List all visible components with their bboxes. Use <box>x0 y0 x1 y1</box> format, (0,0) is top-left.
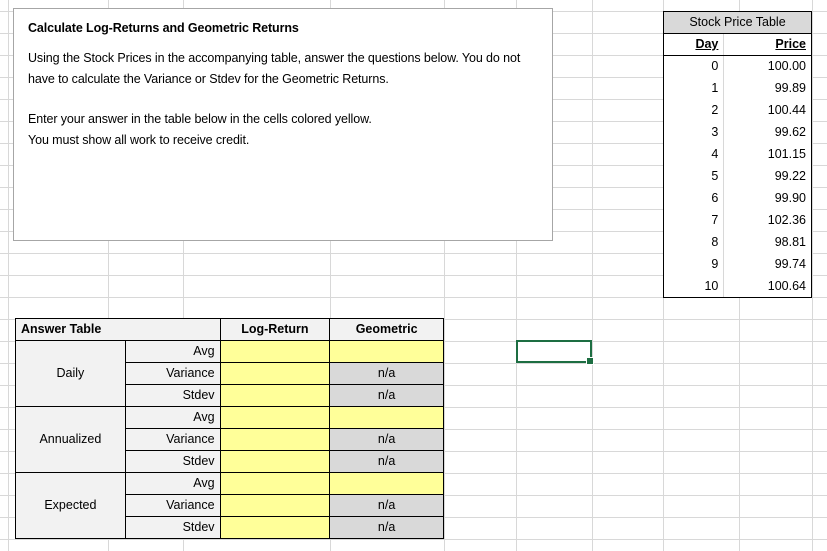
instructions-spacer <box>28 89 538 109</box>
stock-price-cell[interactable]: 99.62 <box>723 121 812 144</box>
stock-day-cell[interactable]: 3 <box>662 121 725 144</box>
answer-table-col-header-log-return: Log-Return <box>219 318 331 341</box>
table-row[interactable]: 10 100.64 <box>662 275 812 298</box>
answer-metric-label: Stdev <box>124 516 221 539</box>
stock-price-cell[interactable]: 100.00 <box>723 55 812 78</box>
answer-na-geometric: n/a <box>329 516 444 539</box>
stock-price-cell[interactable]: 100.64 <box>723 275 812 298</box>
answer-metric-label: Stdev <box>124 450 221 473</box>
stock-day-cell[interactable]: 0 <box>662 55 725 78</box>
answer-na-geometric: n/a <box>329 362 444 385</box>
answer-input-log-return[interactable] <box>219 406 331 429</box>
answer-metric-label: Variance <box>124 362 221 385</box>
table-row[interactable]: 4 101.15 <box>662 143 812 166</box>
stock-price-cell[interactable]: 101.15 <box>723 143 812 166</box>
stock-day-cell[interactable]: 2 <box>662 99 725 122</box>
fill-handle[interactable] <box>586 357 594 365</box>
answer-table-col-header-geometric: Geometric <box>329 318 444 341</box>
answer-metric-label: Avg <box>124 406 221 429</box>
table-row[interactable]: 9 99.74 <box>662 253 812 276</box>
instructions-title: Calculate Log-Returns and Geometric Retu… <box>28 21 299 35</box>
stock-price-cell[interactable]: 98.81 <box>723 231 812 254</box>
gridline-horizontal <box>0 275 827 276</box>
answer-input-log-return[interactable] <box>219 384 331 407</box>
answer-input-log-return[interactable] <box>219 362 331 385</box>
answer-input-log-return[interactable] <box>219 428 331 451</box>
stock-day-cell[interactable]: 6 <box>662 187 725 210</box>
stock-price-header-row: Day Price <box>662 33 812 56</box>
answer-metric-label: Avg <box>124 472 221 495</box>
answer-metric-label: Stdev <box>124 384 221 407</box>
answer-metric-label: Variance <box>124 428 221 451</box>
answer-metric-label: Avg <box>124 340 221 363</box>
table-row[interactable]: Variance n/a <box>16 362 444 385</box>
table-row[interactable]: 1 99.89 <box>662 77 812 100</box>
answer-group-label-expected: Expected <box>15 472 126 539</box>
answer-input-geometric[interactable] <box>329 472 444 495</box>
stock-day-cell[interactable]: 8 <box>662 231 725 254</box>
answer-input-log-return[interactable] <box>219 450 331 473</box>
table-row[interactable]: Stdev n/a <box>16 516 444 539</box>
stock-price-cell[interactable]: 99.74 <box>723 253 812 276</box>
table-row[interactable]: Daily Avg <box>15 340 444 407</box>
answer-na-geometric: n/a <box>329 450 444 473</box>
table-row[interactable]: 5 99.22 <box>662 165 812 188</box>
stock-price-cell[interactable]: 102.36 <box>723 209 812 232</box>
table-row[interactable]: Variance n/a <box>16 428 444 451</box>
table-row[interactable]: 7 102.36 <box>662 209 812 232</box>
answer-input-log-return[interactable] <box>219 340 331 363</box>
stock-price-cell[interactable]: 100.44 <box>723 99 812 122</box>
answer-input-log-return[interactable] <box>219 494 331 517</box>
answer-table-title: Answer Table <box>15 318 221 341</box>
answer-input-geometric[interactable] <box>329 340 444 363</box>
answer-input-log-return[interactable] <box>219 516 331 539</box>
table-row[interactable]: 8 98.81 <box>662 231 812 254</box>
stock-day-cell[interactable]: 7 <box>662 209 725 232</box>
stock-day-cell[interactable]: 10 <box>662 275 725 298</box>
table-row[interactable]: 3 99.62 <box>662 121 812 144</box>
answer-na-geometric: n/a <box>329 494 444 517</box>
answer-table-body: Answer Table Log-Return Geometric Daily … <box>15 318 444 539</box>
instructions-textbox: Calculate Log-Returns and Geometric Retu… <box>13 8 553 241</box>
stock-price-title-row: Stock Price Table <box>663 11 812 34</box>
answer-table: Answer Table Log-Return Geometric Daily … <box>15 318 444 539</box>
table-row[interactable]: 2 100.44 <box>662 99 812 122</box>
instructions-paragraph-1: Using the Stock Prices in the accompanyi… <box>28 51 521 86</box>
active-cell-selection[interactable] <box>516 340 594 365</box>
instructions-paragraph-2-line-2: You must show all work to receive credit… <box>28 132 250 147</box>
stock-price-cell[interactable]: 99.90 <box>723 187 812 210</box>
gridline-horizontal <box>0 297 827 298</box>
stock-price-table-body: Stock Price Table Day Price 0 100.00 1 9… <box>662 11 812 298</box>
answer-input-log-return[interactable] <box>219 472 331 495</box>
answer-group-label-annualized: Annualized <box>15 406 126 473</box>
stock-price-cell[interactable]: 99.89 <box>723 77 812 100</box>
stock-price-table-title: Stock Price Table <box>663 11 812 34</box>
answer-na-geometric: n/a <box>329 428 444 451</box>
answer-group-label-daily: Daily <box>15 340 126 407</box>
answer-table-header-row: Answer Table Log-Return Geometric <box>15 318 444 341</box>
gridline-horizontal <box>0 253 827 254</box>
stock-day-cell[interactable]: 1 <box>662 77 725 100</box>
table-row[interactable]: 0 100.00 <box>662 55 812 78</box>
stock-price-header-day: Day <box>662 33 725 56</box>
instructions-paragraph-2-line-1: Enter your answer in the table below in … <box>28 112 372 126</box>
table-row[interactable]: 6 99.90 <box>662 187 812 210</box>
stock-price-table: Stock Price Table Day Price 0 100.00 1 9… <box>662 11 812 298</box>
stock-price-header-price: Price <box>723 33 812 56</box>
stock-price-cell[interactable]: 99.22 <box>723 165 812 188</box>
table-row[interactable]: Stdev n/a <box>16 450 444 473</box>
stock-day-cell[interactable]: 4 <box>662 143 725 166</box>
answer-input-geometric[interactable] <box>329 406 444 429</box>
answer-na-geometric: n/a <box>329 384 444 407</box>
table-row[interactable]: Annualized Avg <box>15 406 444 473</box>
answer-metric-label: Variance <box>124 494 221 517</box>
stock-day-cell[interactable]: 9 <box>662 253 725 276</box>
table-row[interactable]: Expected Avg <box>15 472 444 539</box>
stock-day-cell[interactable]: 5 <box>662 165 725 188</box>
gridline-horizontal <box>0 539 827 540</box>
